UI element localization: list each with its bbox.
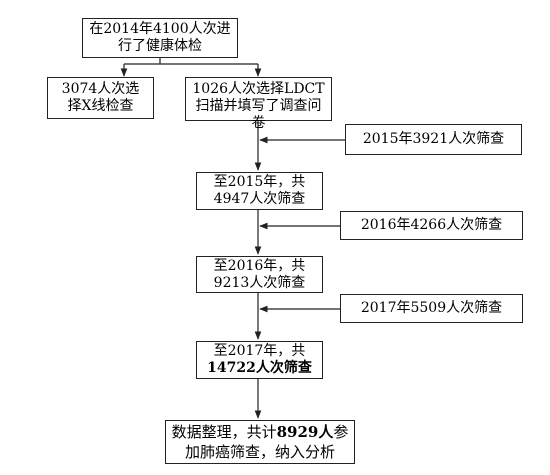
box-screening-2016-added-text: 2016年4266人次筛查 [360, 217, 503, 233]
box-health-checkup-line2: 行了健康体检 [117, 38, 202, 54]
box-screening-2017-added-text: 2017年5509人次筛查 [360, 300, 503, 316]
box-health-checkup-2014: 在2014年4100人次进 行了健康体检 [82, 18, 238, 58]
box-xray-selection: 3074人次选 择X线检查 [47, 77, 154, 119]
box-ldct-selection: 1026人次选择LDCT 扫描并填写了调查问 卷 [185, 77, 332, 131]
box-total-2016: 至2016年，共 9213人次筛查 [196, 256, 323, 293]
box-final-analysis: 数据整理，共计8929人参 加肺癌筛查，纳入分析 [165, 420, 355, 464]
box-final-line1: 数据整理，共计8929人参 [172, 422, 349, 442]
box-final-line2: 加肺癌筛查，纳入分析 [184, 443, 335, 461]
box-xray-line2: 择X线检查 [67, 98, 134, 114]
box-xray-line1: 3074人次选 [61, 81, 140, 97]
box-total-2017: 至2017年，共 14722人次筛查 [196, 341, 323, 379]
box-total-2015-line2: 4947人次筛查 [213, 191, 306, 207]
box-ldct-line2: 扫描并填写了调查问 [195, 98, 322, 114]
box-total-2015: 至2015年，共 4947人次筛查 [196, 172, 323, 210]
box-screening-2015-added-text: 2015年3921人次筛查 [362, 131, 505, 147]
box-final-line1-a: 数据整理，共计 [171, 423, 277, 441]
box-final-line1-b: 参 [333, 423, 349, 441]
box-ldct-line3: 卷 [251, 115, 266, 131]
box-total-2016-line1: 至2016年，共 [213, 257, 306, 274]
box-total-2015-line1: 至2015年，共 [213, 174, 306, 190]
box-screening-2017-added: 2017年5509人次筛查 [340, 294, 523, 323]
box-final-count: 8929人 [276, 423, 334, 441]
box-total-2017-line2: 14722人次筛查 [207, 360, 312, 376]
box-screening-2015-added: 2015年3921人次筛查 [345, 124, 522, 155]
box-screening-2016-added: 2016年4266人次筛查 [340, 211, 523, 240]
box-total-2017-line1: 至2017年，共 [213, 343, 306, 359]
box-ldct-line1: 1026人次选择LDCT [192, 81, 325, 97]
box-health-checkup-line1: 在2014年4100人次进 [89, 21, 231, 37]
box-total-2016-line2: 9213人次筛查 [213, 274, 306, 291]
